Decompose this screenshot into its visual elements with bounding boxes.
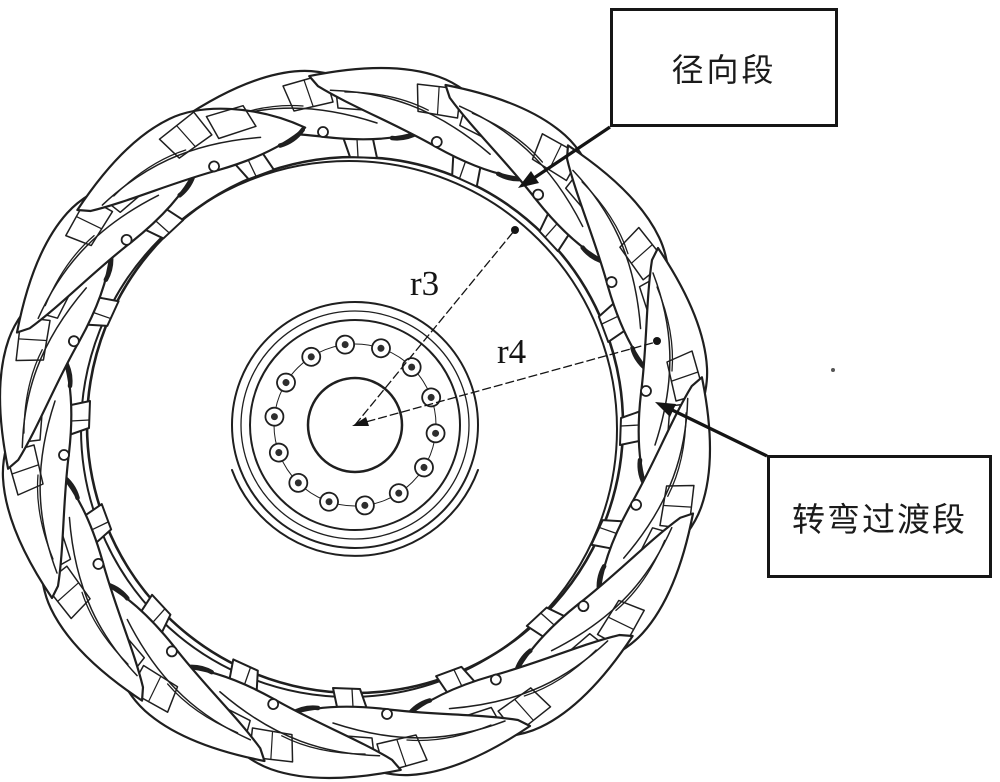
hub-bolt: [297, 343, 325, 371]
scan-speck-dot: [831, 368, 835, 372]
transition-callout-arrow-line: [667, 406, 768, 458]
r3-radius-line: [354, 230, 515, 426]
hub-ring-mid: [240, 310, 470, 540]
hub-bore: [306, 376, 404, 474]
hub-bolt: [410, 454, 438, 481]
hub: [231, 301, 479, 557]
callout-transition-section-label: 转弯过渡段: [792, 500, 967, 538]
callout-radial-section-label: 径向段: [671, 51, 777, 88]
hub-bottom-arc: [231, 469, 479, 557]
center-arrowhead: [352, 417, 369, 426]
hub-bolt: [266, 440, 292, 465]
annotations: [352, 35, 835, 458]
r3-endpoint-dot: [511, 226, 519, 234]
transition-callout-arrowhead: [655, 402, 676, 417]
radial-callout-arrow-line: [530, 125, 611, 182]
r4-endpoint-dot: [653, 337, 661, 345]
hub-bolt: [316, 489, 342, 515]
r4-label: r4: [497, 332, 527, 371]
hub-bolt: [368, 335, 394, 361]
hub-bolt: [334, 333, 357, 356]
hub-bolt: [272, 369, 300, 396]
hub-bolt: [424, 422, 447, 445]
impeller-wheel: [0, 31, 747, 782]
hub-bolt: [263, 405, 286, 428]
radial-callout-arrowhead: [518, 171, 539, 188]
callout-box-transition-section: 转弯过渡段: [767, 455, 992, 578]
hub-bolt: [385, 479, 413, 507]
hub-bolt: [353, 494, 376, 517]
hub-bolt: [284, 469, 312, 497]
hub-ring-outer: [231, 301, 479, 549]
r4-radius-line: [354, 341, 657, 426]
r3-label: r3: [410, 264, 440, 303]
callout-box-radial-section: 径向段: [610, 8, 838, 127]
hub-bolt: [418, 385, 444, 410]
hub-ring-inner: [249, 319, 461, 531]
blade-ring: [0, 31, 747, 782]
